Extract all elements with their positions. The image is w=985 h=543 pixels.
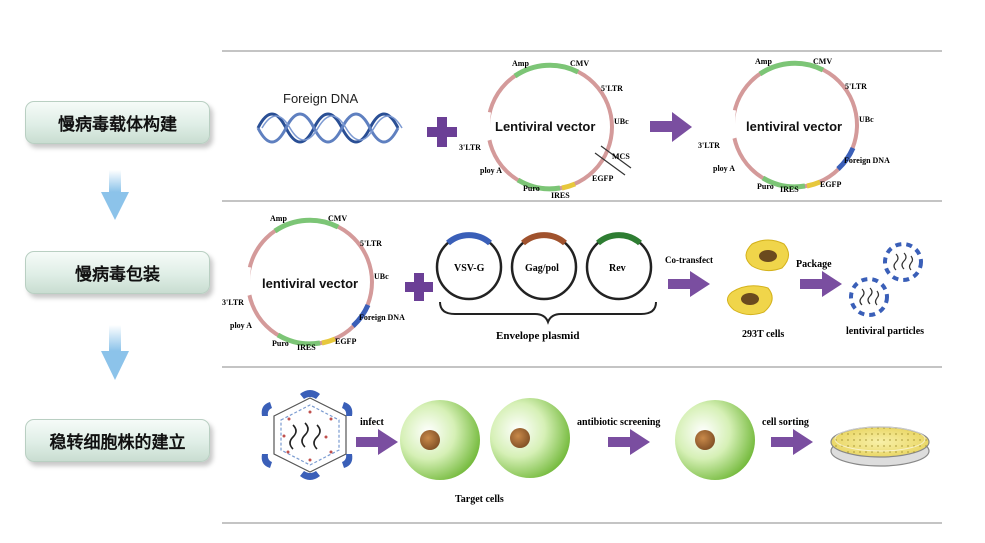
target-cell: [490, 398, 570, 478]
foreign-dna-helix: [256, 112, 403, 144]
arrow-right: [650, 112, 692, 142]
target-cell: [400, 400, 480, 480]
vector-label-ubc: UBc: [374, 272, 389, 281]
vector-label-foreign: Foreign DNA: [844, 156, 890, 165]
vector-title: Lentiviral vector: [495, 119, 595, 134]
vector-label-amp: Amp: [755, 57, 772, 66]
vector-label-puro: Puro: [523, 184, 540, 193]
cells-label: 293T cells: [742, 329, 784, 340]
plasmid-label: Gag/pol: [525, 263, 559, 274]
vector-label-cmv: CMV: [570, 59, 589, 68]
arrow-right: [608, 429, 650, 455]
cell-sorting-label: cell sorting: [762, 417, 809, 428]
vector-label-egfp: EGFP: [592, 174, 613, 183]
vector-title: lentiviral vector: [746, 119, 842, 134]
lentiviral-vector-plasmid: [484, 62, 632, 192]
plus-sign: [405, 273, 433, 301]
vector-label-puro: Puro: [272, 339, 289, 348]
plasmid-gagpol: [510, 232, 578, 301]
vector-label-foreign: Foreign DNA: [359, 313, 405, 322]
vector-label-ires: IRES: [297, 343, 316, 352]
vector-label-3ltr: 3'LTR: [222, 298, 244, 307]
particles-label: lentiviral particles: [846, 326, 924, 337]
viral-particle: [849, 277, 889, 317]
envelope-bracket: [439, 301, 657, 325]
foreign-dna-label: Foreign DNA: [283, 91, 358, 106]
antibiotic-label: antibiotic screening: [577, 417, 660, 428]
viral-particle: [883, 242, 923, 282]
vector-label-3ltr: 3'LTR: [459, 143, 481, 152]
arrow-right: [771, 429, 813, 455]
vector-label-5ltr: 5'LTR: [845, 82, 867, 91]
vector-label-5ltr: 5'LTR: [601, 84, 623, 93]
arrow-right: [356, 429, 398, 455]
step-down-arrow: [101, 325, 129, 380]
plasmid-vsvg: [435, 232, 503, 301]
cotransfect-label: Co-transfect: [665, 255, 713, 265]
recombinant-vector-plasmid: [729, 60, 859, 190]
package-label: Package: [796, 259, 832, 270]
vector-label-polya: ploy A: [230, 321, 252, 330]
plasmid-rev: [585, 232, 653, 301]
selected-cell: [675, 400, 755, 480]
step-1-box: 慢病毒载体构建: [25, 101, 210, 144]
vector-label-ires: IRES: [780, 185, 799, 194]
vector-label-polya: ploy A: [480, 166, 502, 175]
step-2-box: 慢病毒包装: [25, 251, 210, 294]
target-cells-label: Target cells: [455, 494, 504, 505]
step-3-box: 稳转细胞株的建立: [25, 419, 210, 462]
vector-label-amp: Amp: [512, 59, 529, 68]
vector-label-ires: IRES: [551, 191, 570, 200]
plasmid-label: Rev: [609, 263, 626, 274]
vector-label-3ltr: 3'LTR: [698, 141, 720, 150]
vector-label-cmv: CMV: [813, 57, 832, 66]
vector-label-5ltr: 5'LTR: [360, 239, 382, 248]
lentivirus-particle: [261, 390, 353, 480]
vector-label-egfp: EGFP: [335, 337, 356, 346]
arrow-right: [668, 271, 710, 297]
lentiviral-vector-plasmid: [244, 217, 374, 347]
vector-title: lentiviral vector: [262, 276, 358, 291]
arrow-right: [800, 271, 842, 297]
vector-label-amp: Amp: [270, 214, 287, 223]
plasmid-label: VSV-G: [454, 263, 485, 274]
vector-label-puro: Puro: [757, 182, 774, 191]
step-down-arrow: [101, 170, 129, 220]
vector-label-mcs: MCS: [612, 152, 630, 161]
vector-label-ubc: UBc: [859, 115, 874, 124]
cell-293t: [745, 239, 789, 272]
cell-293t: [727, 285, 773, 316]
vector-label-ubc: UBc: [614, 117, 629, 126]
vector-label-cmv: CMV: [328, 214, 347, 223]
envelope-plasmid-label: Envelope plasmid: [496, 330, 579, 342]
plus-sign: [427, 117, 457, 147]
culture-dish: [830, 426, 930, 467]
vector-label-polya: ploy A: [713, 164, 735, 173]
vector-label-egfp: EGFP: [820, 180, 841, 189]
infect-label: infect: [360, 417, 385, 428]
